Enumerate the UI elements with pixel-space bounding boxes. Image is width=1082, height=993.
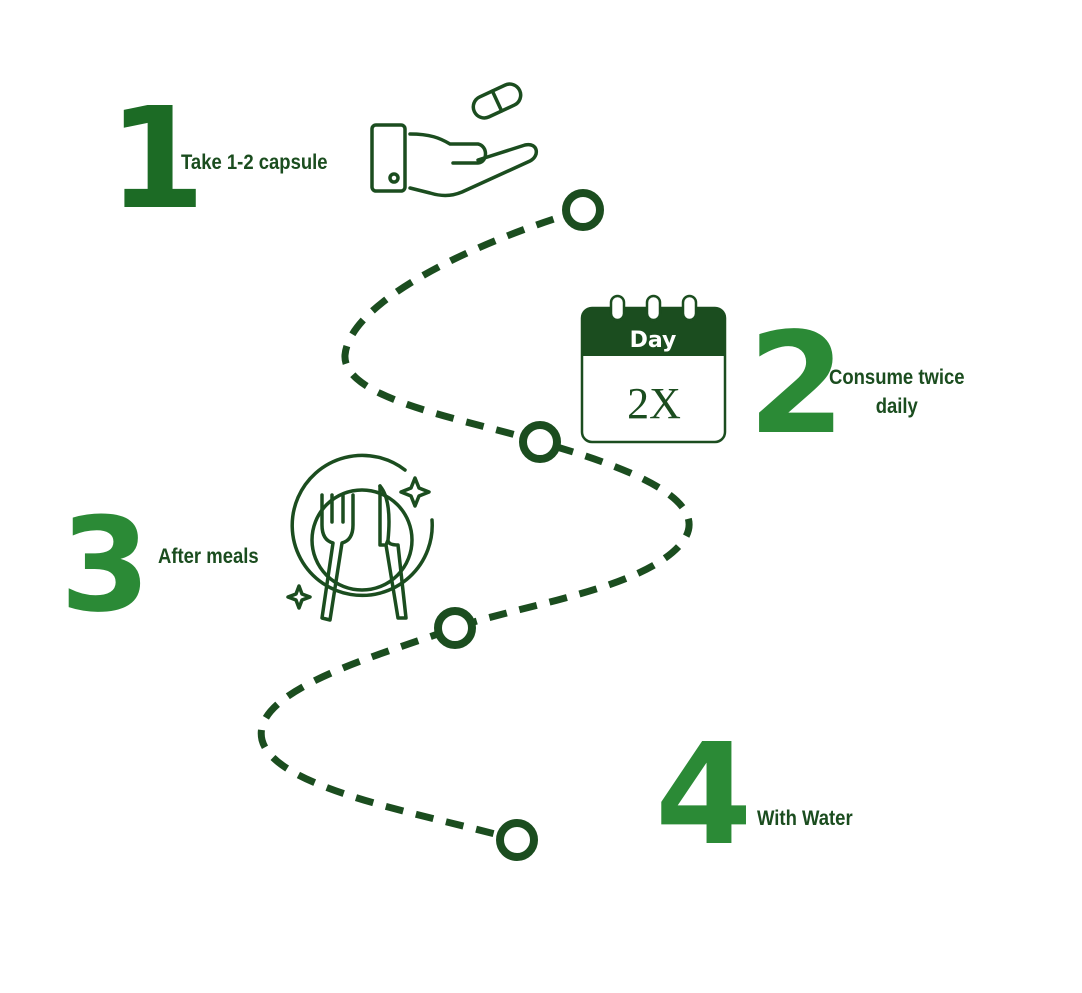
step-number-2: 2 [748, 303, 845, 466]
dashed-path [257, 206, 693, 844]
step-4-label: With Water [757, 807, 853, 830]
step-2-label-line1: Consume twice [829, 366, 965, 389]
waypoint-circle [434, 607, 476, 649]
plate-fork-knife-icon [286, 453, 434, 622]
calendar-value: 2X [627, 379, 681, 428]
step-2-label-line2: daily [875, 395, 918, 418]
calendar-icon: Day 2X [580, 294, 727, 444]
step-3-label: After meals [158, 545, 259, 568]
step-1-label: Take 1-2 capsule [181, 151, 328, 174]
waypoint-circle [562, 189, 604, 231]
waypoint-circle [496, 819, 538, 861]
step-number-4: 4 [655, 714, 752, 877]
waypoint-circle [519, 421, 561, 463]
hand-capsule-icon [370, 82, 538, 198]
step-2-label: Consume twice daily [829, 363, 965, 421]
calendar-header: Day [630, 328, 677, 353]
step-number-1: 1 [108, 78, 205, 241]
step-number-3: 3 [60, 489, 150, 641]
